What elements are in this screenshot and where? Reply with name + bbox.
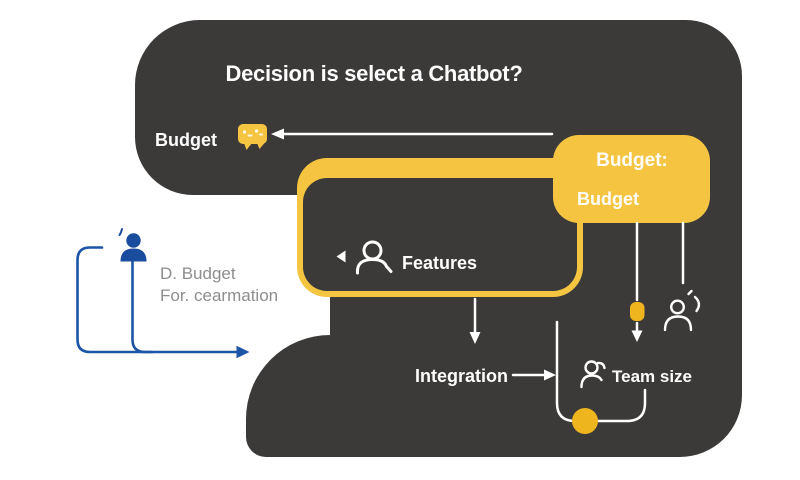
person-sound-icon: [663, 289, 701, 332]
budget-box-node: Budget: Budget: [553, 135, 710, 223]
dark-bottom-shape: [246, 335, 742, 457]
budget-node-label: Budget: [155, 130, 217, 150]
features-label: Features: [402, 253, 477, 273]
side-note-line1: D. Budget: [160, 264, 236, 283]
team-size-label: Team size: [612, 367, 692, 386]
features-node: Features: [297, 158, 583, 297]
budget-box-value: Budget: [577, 189, 639, 209]
blue-flow: D. Budget For. cearmation: [76, 228, 278, 359]
budget-box-heading: Budget:: [596, 150, 668, 171]
person-team-icon: [580, 360, 606, 389]
chat-bubble-icon: [238, 124, 267, 150]
team-size-node: Team size: [580, 360, 692, 389]
blue-arrowhead: [236, 345, 250, 359]
budget-box: [553, 135, 710, 223]
arrow-integration-right: [511, 369, 556, 381]
yellow-dot: [572, 408, 598, 434]
connector-budget-drop-1: [630, 221, 645, 342]
arrow-features-down: [469, 297, 481, 344]
person-blue-icon: [118, 228, 147, 262]
side-note-line2: For. cearmation: [160, 286, 278, 305]
features-box-fill: [303, 178, 577, 291]
left-triangle-icon: [336, 250, 346, 263]
page-title: Decision is select a Chatbot?: [226, 61, 523, 86]
connector-team-loop: [555, 320, 647, 434]
person-outline-icon: [355, 240, 393, 275]
arrow-budgetbox-to-chat: [271, 128, 554, 140]
yellow-marker: [630, 302, 645, 321]
integration-label: Integration: [415, 366, 508, 386]
